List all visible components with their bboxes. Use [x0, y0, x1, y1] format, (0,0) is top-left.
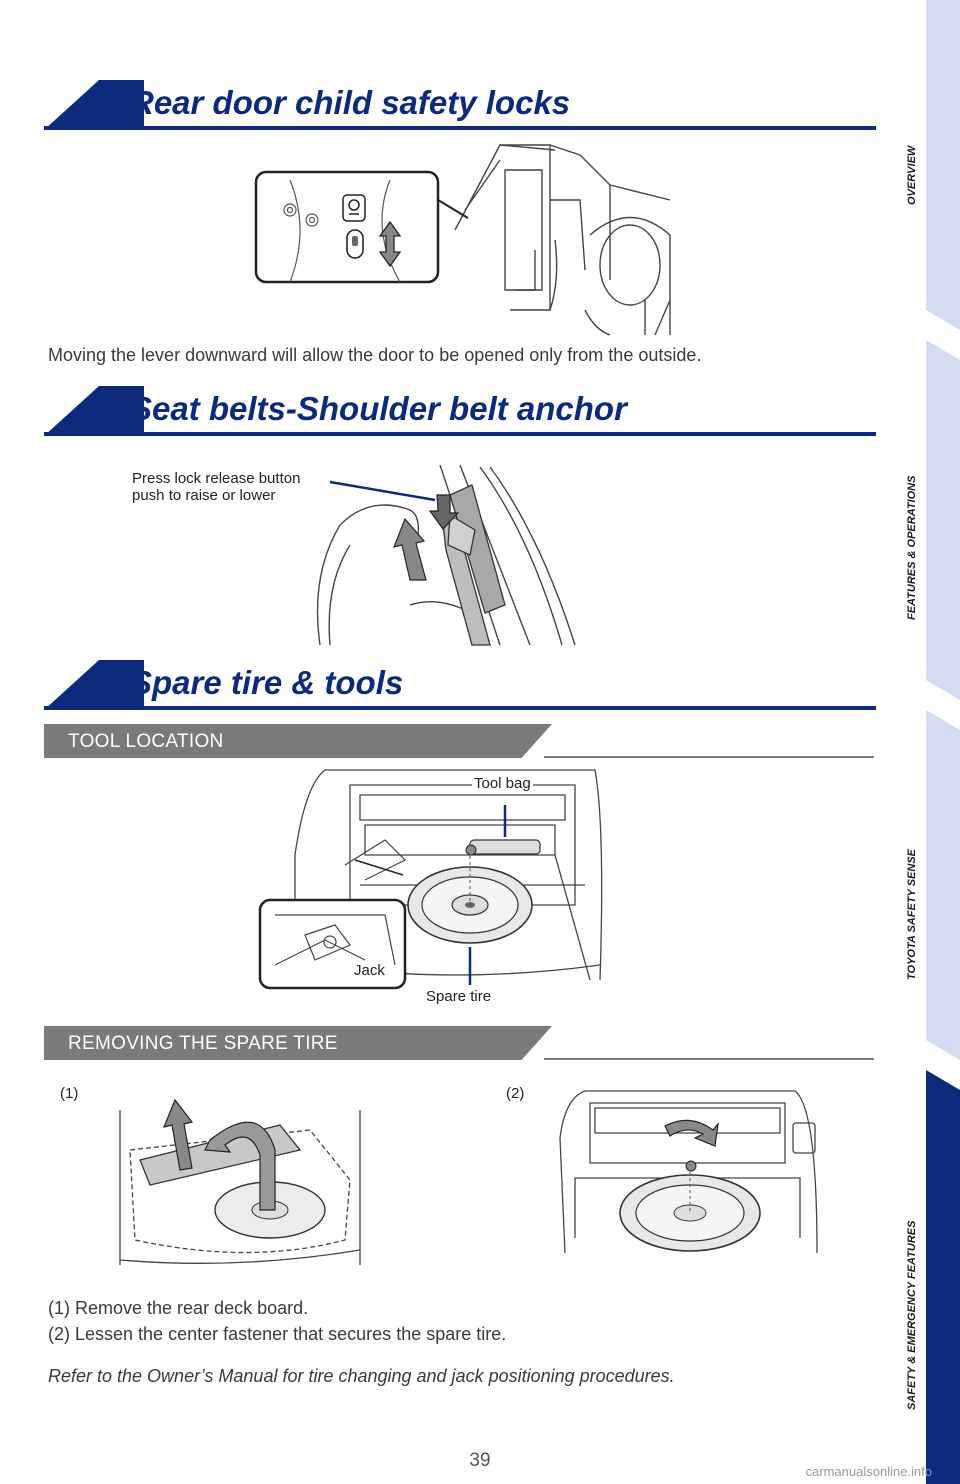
chapter-nav-tabs [926, 0, 960, 1484]
nav-tab-overview[interactable]: OVERVIEW [906, 0, 960, 330]
section-header-seat-belts: Seat belts-Shoulder belt anchor [44, 386, 876, 442]
child-lock-description: Moving the lever downward will allow the… [48, 345, 702, 365]
jack-label: Jack [354, 962, 385, 979]
step-2-illustration [559, 1090, 818, 1254]
section-header-spare-tire: Spare tire & tools [44, 660, 876, 716]
spare-tire-label: Spare tire [426, 988, 492, 1005]
page-number: 39 [469, 1450, 491, 1471]
tool-location-illustration [258, 769, 603, 990]
nav-label-features: FEATURES & OPERATIONS [906, 475, 918, 620]
step-2-text: (2) Lessen the center fastener that secu… [48, 1324, 507, 1344]
header-rule [44, 432, 876, 436]
subheader-removing-spare: REMOVING THE SPARE TIRE [44, 1026, 874, 1060]
subheader-label: REMOVING THE SPARE TIRE [68, 1033, 338, 1054]
nav-label-emergency: SAFETY & EMERGENCY FEATURES [906, 1220, 918, 1410]
nav-label-safety-sense: TOYOTA SAFETY SENSE [906, 848, 918, 980]
watermark: carmanualsonline.info [805, 1464, 932, 1479]
nav-label-overview: OVERVIEW [906, 145, 918, 205]
step-1-tag: (1) [60, 1085, 79, 1102]
callout-leader-line [329, 480, 436, 502]
subheader-label: TOOL LOCATION [68, 731, 224, 752]
header-rule [44, 126, 876, 130]
section-header-child-locks: Rear door child safety locks [44, 80, 876, 136]
raise-arrow [393, 517, 427, 581]
header-tab [44, 660, 144, 710]
step-1-illustration [119, 1098, 361, 1265]
seat-belt-callout: Press lock release button push to raise … [132, 470, 300, 504]
nav-tab-safety-sense[interactable]: TOYOTA SAFETY SENSE [906, 710, 960, 1060]
nav-tab-emergency[interactable]: SAFETY & EMERGENCY FEATURES [906, 1070, 960, 1484]
owners-manual-note: Refer to the Owner’s Manual for tire cha… [48, 1366, 675, 1386]
step-1-text: (1) Remove the rear deck board. [48, 1298, 309, 1318]
tool-bag-label: Tool bag [472, 775, 533, 792]
callout-line-2: push to raise or lower [132, 487, 276, 504]
child-lock-icon [342, 194, 366, 222]
child-lock-illustration [254, 144, 671, 336]
header-rule [44, 706, 876, 710]
nav-tab-features[interactable]: FEATURES & OPERATIONS [906, 340, 960, 700]
section-title: Seat belts-Shoulder belt anchor [130, 390, 627, 427]
section-title: Spare tire & tools [130, 664, 404, 701]
chapter-nav: OVERVIEW FEATURES & OPERATIONS TOYOTA SA… [906, 0, 960, 1484]
header-tab [44, 80, 144, 130]
push-down-arrow [428, 494, 460, 530]
rotate-arrow [664, 1119, 719, 1147]
subheader-tool-location: TOOL LOCATION [44, 724, 874, 758]
step-2-tag: (2) [506, 1085, 525, 1102]
callout-line-1: Press lock release button [132, 470, 301, 487]
seat-belt-illustration [316, 464, 576, 646]
section-title: Rear door child safety locks [130, 84, 571, 121]
header-tab [44, 386, 144, 436]
